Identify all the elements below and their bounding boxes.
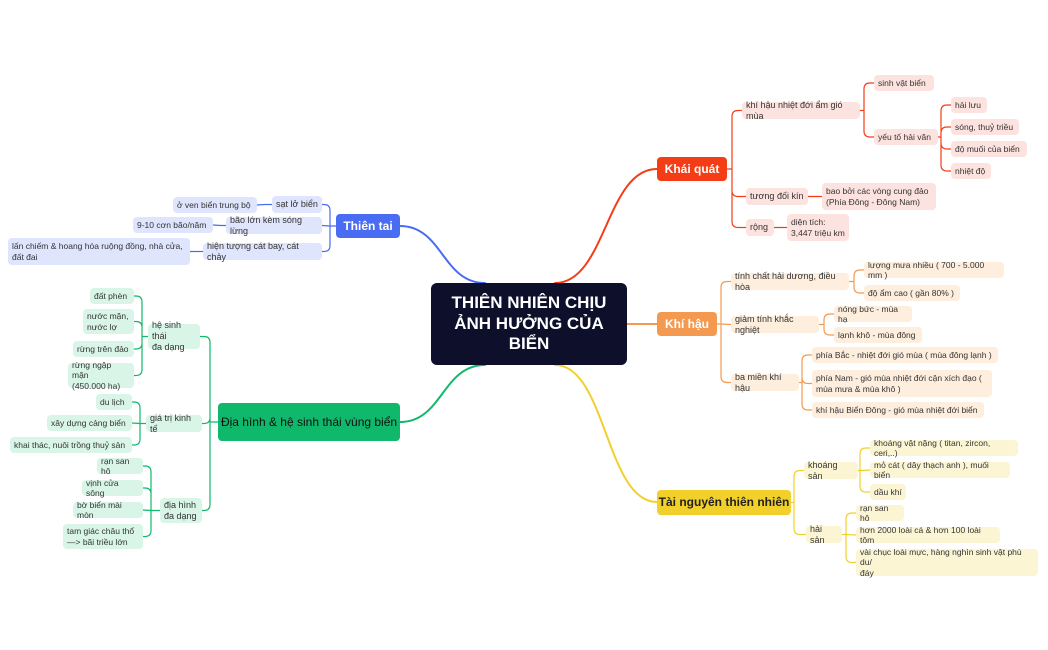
central-topic[interactable]: THIÊN NHIÊN CHỊU ẢNH HƯỞNG CỦA BIỂN bbox=[431, 283, 627, 365]
edge-gia-tri-children bbox=[131, 401, 147, 446]
khi-hau-luong-mua[interactable]: lượng mưa nhiều ( 700 - 5.000 mm ) bbox=[864, 260, 1004, 280]
khi-hau-phia-bac[interactable]: phía Bắc - nhiệt đới gió mùa ( mùa đông … bbox=[812, 347, 998, 363]
tai-nguyen-khoang-san[interactable]: khoáng sản bbox=[804, 460, 858, 481]
edge-tai-nguyen-children bbox=[790, 469, 807, 536]
khai-quat-khi-hau[interactable]: khí hậu nhiệt đới ẩm gió mùa bbox=[742, 100, 860, 121]
khi-hau-nong-buc[interactable]: nóng bức - mùa hạ bbox=[834, 304, 912, 324]
edge-ba-mien-children bbox=[798, 354, 813, 411]
edge-thien-tai-children bbox=[321, 203, 337, 253]
dia-hinh-cang-bien[interactable]: xây dựng cảng biển bbox=[47, 415, 132, 431]
dia-hinh-dat-phen[interactable]: đất phèn bbox=[90, 288, 134, 304]
khai-quat-song[interactable]: sóng, thuỷ triều bbox=[951, 119, 1019, 135]
tai-nguyen-khoang-vat[interactable]: khoáng vật nặng ( titan, zircon, ceri,..… bbox=[870, 438, 1018, 458]
dia-hinh-rung-tren-dao[interactable]: rừng trên đảo bbox=[73, 341, 134, 357]
dia-hinh-ran-san-ho[interactable]: rạn san hô bbox=[97, 456, 143, 476]
edge-yeu-to-children bbox=[937, 104, 952, 172]
edge-tai-nguyen bbox=[554, 364, 658, 503]
khi-hau-ba-mien[interactable]: ba miền khí hậu bbox=[731, 372, 799, 393]
edge-khoang-san-children bbox=[857, 447, 871, 493]
thien-tai-bao-lon[interactable]: bão lớn kèm sóng lừng bbox=[226, 215, 322, 236]
dia-hinh-nuoc-man[interactable]: nước mặn, nước lợ bbox=[83, 309, 134, 334]
edge-da-dang-children bbox=[142, 465, 161, 538]
thien-tai-cat-bay[interactable]: hiện tượng cát bay, cát chảy bbox=[203, 241, 322, 262]
dia-hinh-vinh-cua-song[interactable]: vịnh cửa sông bbox=[82, 478, 143, 498]
khai-quat-nhiet-do[interactable]: nhiệt độ bbox=[951, 163, 991, 179]
khai-quat-dien-tich[interactable]: diện tích: 3,447 triệu km bbox=[787, 214, 849, 241]
edge-khai-quat bbox=[554, 168, 658, 284]
dia-hinh-khai-thac[interactable]: khai thác, nuôi trồng thuỷ sản bbox=[10, 437, 132, 453]
khai-quat-bao-boi[interactable]: bao bởi các vòng cung đảo (Phía Đông - Đ… bbox=[822, 183, 936, 210]
dia-hinh-tam-giac[interactable]: tam giác châu thổ —> bãi triều lớn bbox=[63, 524, 143, 549]
central-topic-label: THIÊN NHIÊN CHỊU ẢNH HƯỞNG CỦA BIỂN bbox=[451, 293, 607, 354]
khai-quat-rong[interactable]: rộng bbox=[746, 219, 774, 236]
khai-quat-sinh-vat[interactable]: sinh vật biển bbox=[874, 75, 934, 91]
khi-hau-phia-nam[interactable]: phía Nam - gió mùa nhiệt đới cận xích đạ… bbox=[812, 370, 992, 397]
edge-tinh-chat-children bbox=[848, 269, 865, 294]
dia-hinh-gia-tri[interactable]: giá trị kinh tế bbox=[146, 413, 202, 434]
khai-quat-hai-luu[interactable]: hải lưu bbox=[951, 97, 987, 113]
tai-nguyen-ran-san-ho[interactable]: rạn san hô bbox=[856, 503, 904, 523]
dia-hinh-du-lich[interactable]: du lịch bbox=[96, 394, 132, 410]
edge-khi-hau-branch-children bbox=[716, 280, 732, 384]
edge-giam-tinh-children bbox=[818, 313, 835, 336]
khai-quat-yeu-to[interactable]: yếu tố hải văn bbox=[874, 129, 938, 145]
khi-hau-do-am[interactable]: độ ẩm cao ( gần 80% ) bbox=[864, 285, 960, 301]
branch-khi-hau[interactable]: Khí hậu bbox=[657, 312, 717, 336]
dia-hinh-da-dang[interactable]: địa hình đa dạng bbox=[160, 498, 202, 523]
khi-hau-tinh-chat[interactable]: tính chất hải dương, điều hòa bbox=[731, 271, 849, 292]
edge-dia-hinh bbox=[399, 364, 486, 423]
tai-nguyen-vai-chuc[interactable]: vài chục loài mực, hàng nghìn sinh vật p… bbox=[856, 547, 1038, 578]
branch-tai-nguyen[interactable]: Tài nguyên thiên nhiên bbox=[657, 490, 791, 515]
edge-bao-lon-children bbox=[212, 224, 227, 227]
thien-tai-sat-lo[interactable]: sạt lở biển bbox=[272, 196, 322, 213]
branch-khai-quat[interactable]: Khái quát bbox=[657, 157, 727, 181]
khi-hau-giam-tinh[interactable]: giảm tính khắc nghiệt bbox=[731, 314, 819, 335]
dia-hinh-bo-bien[interactable]: bờ biển mài mòn bbox=[73, 500, 143, 520]
khi-hau-lanh-kho[interactable]: lạnh khô - mùa đông bbox=[834, 327, 922, 343]
edge-hai-san-children bbox=[841, 512, 857, 564]
edge-khi-hau-children bbox=[859, 82, 875, 138]
branch-thien-tai[interactable]: Thiên tai bbox=[336, 214, 400, 238]
edge-he-sinh-thai-children bbox=[133, 295, 149, 377]
edge-khai-quat-children bbox=[726, 109, 747, 229]
dia-hinh-he-sinh-thai[interactable]: hệ sinh thái đa dạng bbox=[148, 320, 200, 352]
edge-thien-tai bbox=[399, 225, 486, 284]
khi-hau-bien-dong[interactable]: khí hậu Biển Đông - gió mùa nhiệt đới bi… bbox=[812, 402, 984, 418]
khai-quat-do-muoi[interactable]: độ muối của biển bbox=[951, 141, 1027, 157]
thien-tai-o-ven-bien[interactable]: ở ven biển trung bộ bbox=[173, 197, 257, 213]
tai-nguyen-hai-san[interactable]: hải sản bbox=[806, 524, 842, 545]
khai-quat-tuong-doi-kin[interactable]: tương đối kín bbox=[746, 188, 808, 205]
thien-tai-lan-chiem[interactable]: lấn chiếm & hoang hóa ruộng đồng, nhà cử… bbox=[8, 238, 190, 265]
tai-nguyen-loai-ca[interactable]: hơn 2000 loài cá & hơn 100 loài tôm bbox=[856, 525, 1000, 545]
thien-tai-so-con-bao[interactable]: 9-10 cơn bão/năm bbox=[133, 217, 213, 233]
edge-sat-lo-children bbox=[256, 203, 273, 206]
edge-dia-hinh-children bbox=[199, 335, 219, 512]
tai-nguyen-mo-cat[interactable]: mỏ cát ( dây thạch anh ), muối biển bbox=[870, 460, 1010, 480]
branch-dia-hinh[interactable]: Địa hình & hệ sinh thái vùng biển bbox=[218, 403, 400, 441]
dia-hinh-rung-ngap-man[interactable]: rừng ngập mặn (450.000 ha) bbox=[68, 360, 134, 391]
tai-nguyen-dau-khi[interactable]: dầu khí bbox=[870, 484, 906, 500]
